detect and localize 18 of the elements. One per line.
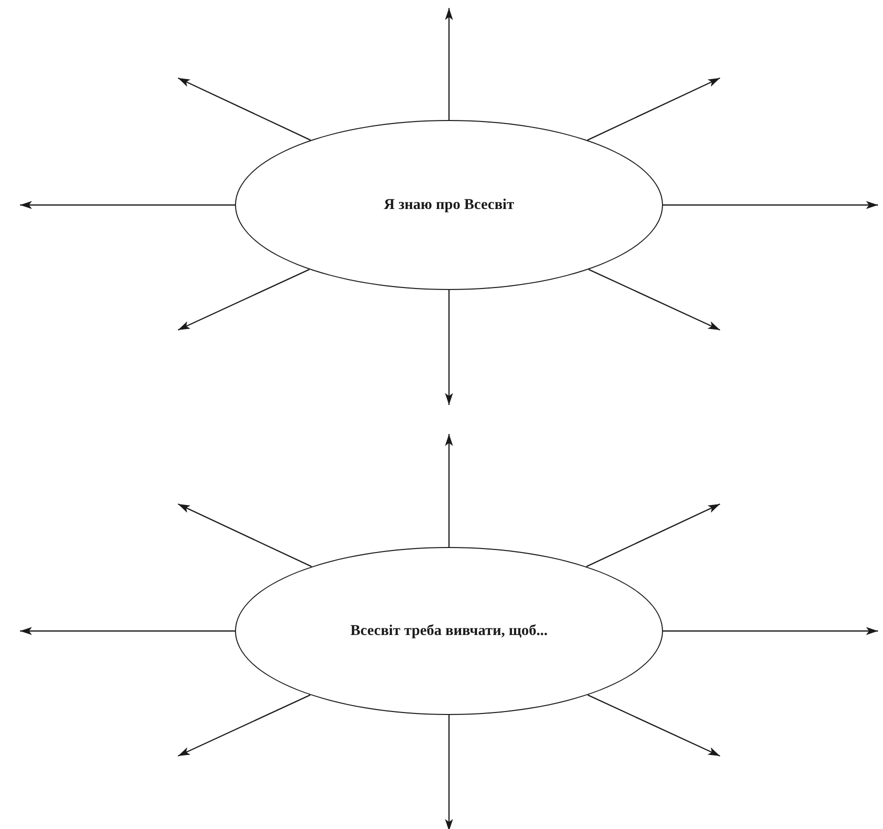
arrow [445, 715, 453, 829]
node-label: Всесвіт треба вивчати, щоб... [349, 622, 549, 641]
arrow [587, 694, 720, 757]
node-label: Я знаю про Всесвіт [382, 196, 516, 215]
arrow [178, 77, 311, 141]
arrow [20, 627, 235, 635]
arrow [663, 201, 878, 209]
arrow [663, 627, 878, 635]
arrow [587, 77, 720, 141]
arrow [586, 503, 720, 568]
arrow [20, 201, 235, 209]
arrow [178, 694, 311, 757]
arrow [588, 268, 720, 331]
arrow [178, 268, 310, 331]
arrow [445, 290, 453, 405]
arrow [178, 503, 312, 568]
arrow [445, 434, 453, 547]
arrow [445, 8, 453, 120]
